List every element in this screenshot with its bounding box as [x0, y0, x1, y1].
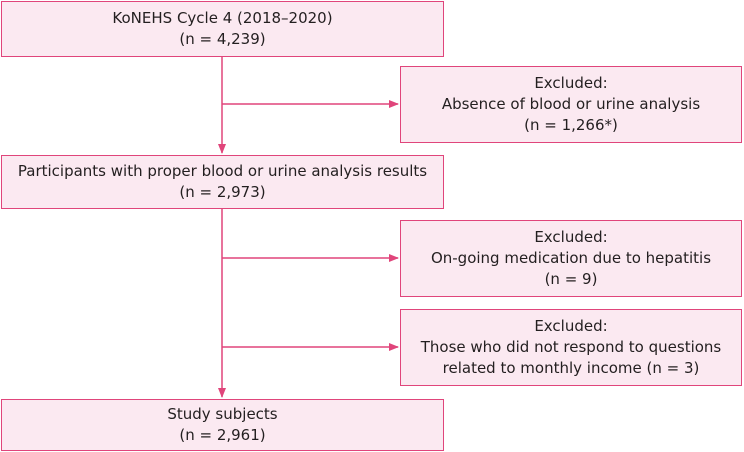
exclusion-box-3: Excluded: Those who did not respond to q… [400, 309, 742, 386]
participants-count: (n = 2,973) [179, 183, 266, 201]
cohort-box: KoNEHS Cycle 4 (2018–2020) (n = 4,239) [1, 1, 444, 57]
cohort-title: KoNEHS Cycle 4 (2018–2020) [112, 9, 333, 27]
cohort-count: (n = 4,239) [179, 30, 266, 48]
exclusion-1-reason: Absence of blood or urine analysis [441, 95, 701, 113]
exclusion-box-2: Excluded: On-going medication due to hep… [400, 220, 742, 297]
exclusion-3-heading: Excluded: [534, 317, 608, 335]
exclusion-3-reason-line2: related to monthly income (n = 3) [442, 359, 700, 377]
exclusion-1-heading: Excluded: [534, 74, 608, 92]
exclusion-box-1: Excluded: Absence of blood or urine anal… [400, 66, 742, 143]
exclusion-2-count: (n = 9) [544, 270, 598, 288]
exclusion-3-reason-line1: Those who did not respond to questions [420, 338, 722, 356]
final-count: (n = 2,961) [179, 426, 266, 444]
participants-title: Participants with proper blood or urine … [17, 162, 428, 180]
final-title: Study subjects [167, 405, 278, 423]
final-box: Study subjects (n = 2,961) [1, 399, 444, 451]
exclusion-1-count: (n = 1,266*) [524, 116, 618, 134]
exclusion-2-reason: On-going medication due to hepatitis [430, 249, 712, 267]
exclusion-2-heading: Excluded: [534, 228, 608, 246]
participants-box: Participants with proper blood or urine … [1, 155, 444, 209]
